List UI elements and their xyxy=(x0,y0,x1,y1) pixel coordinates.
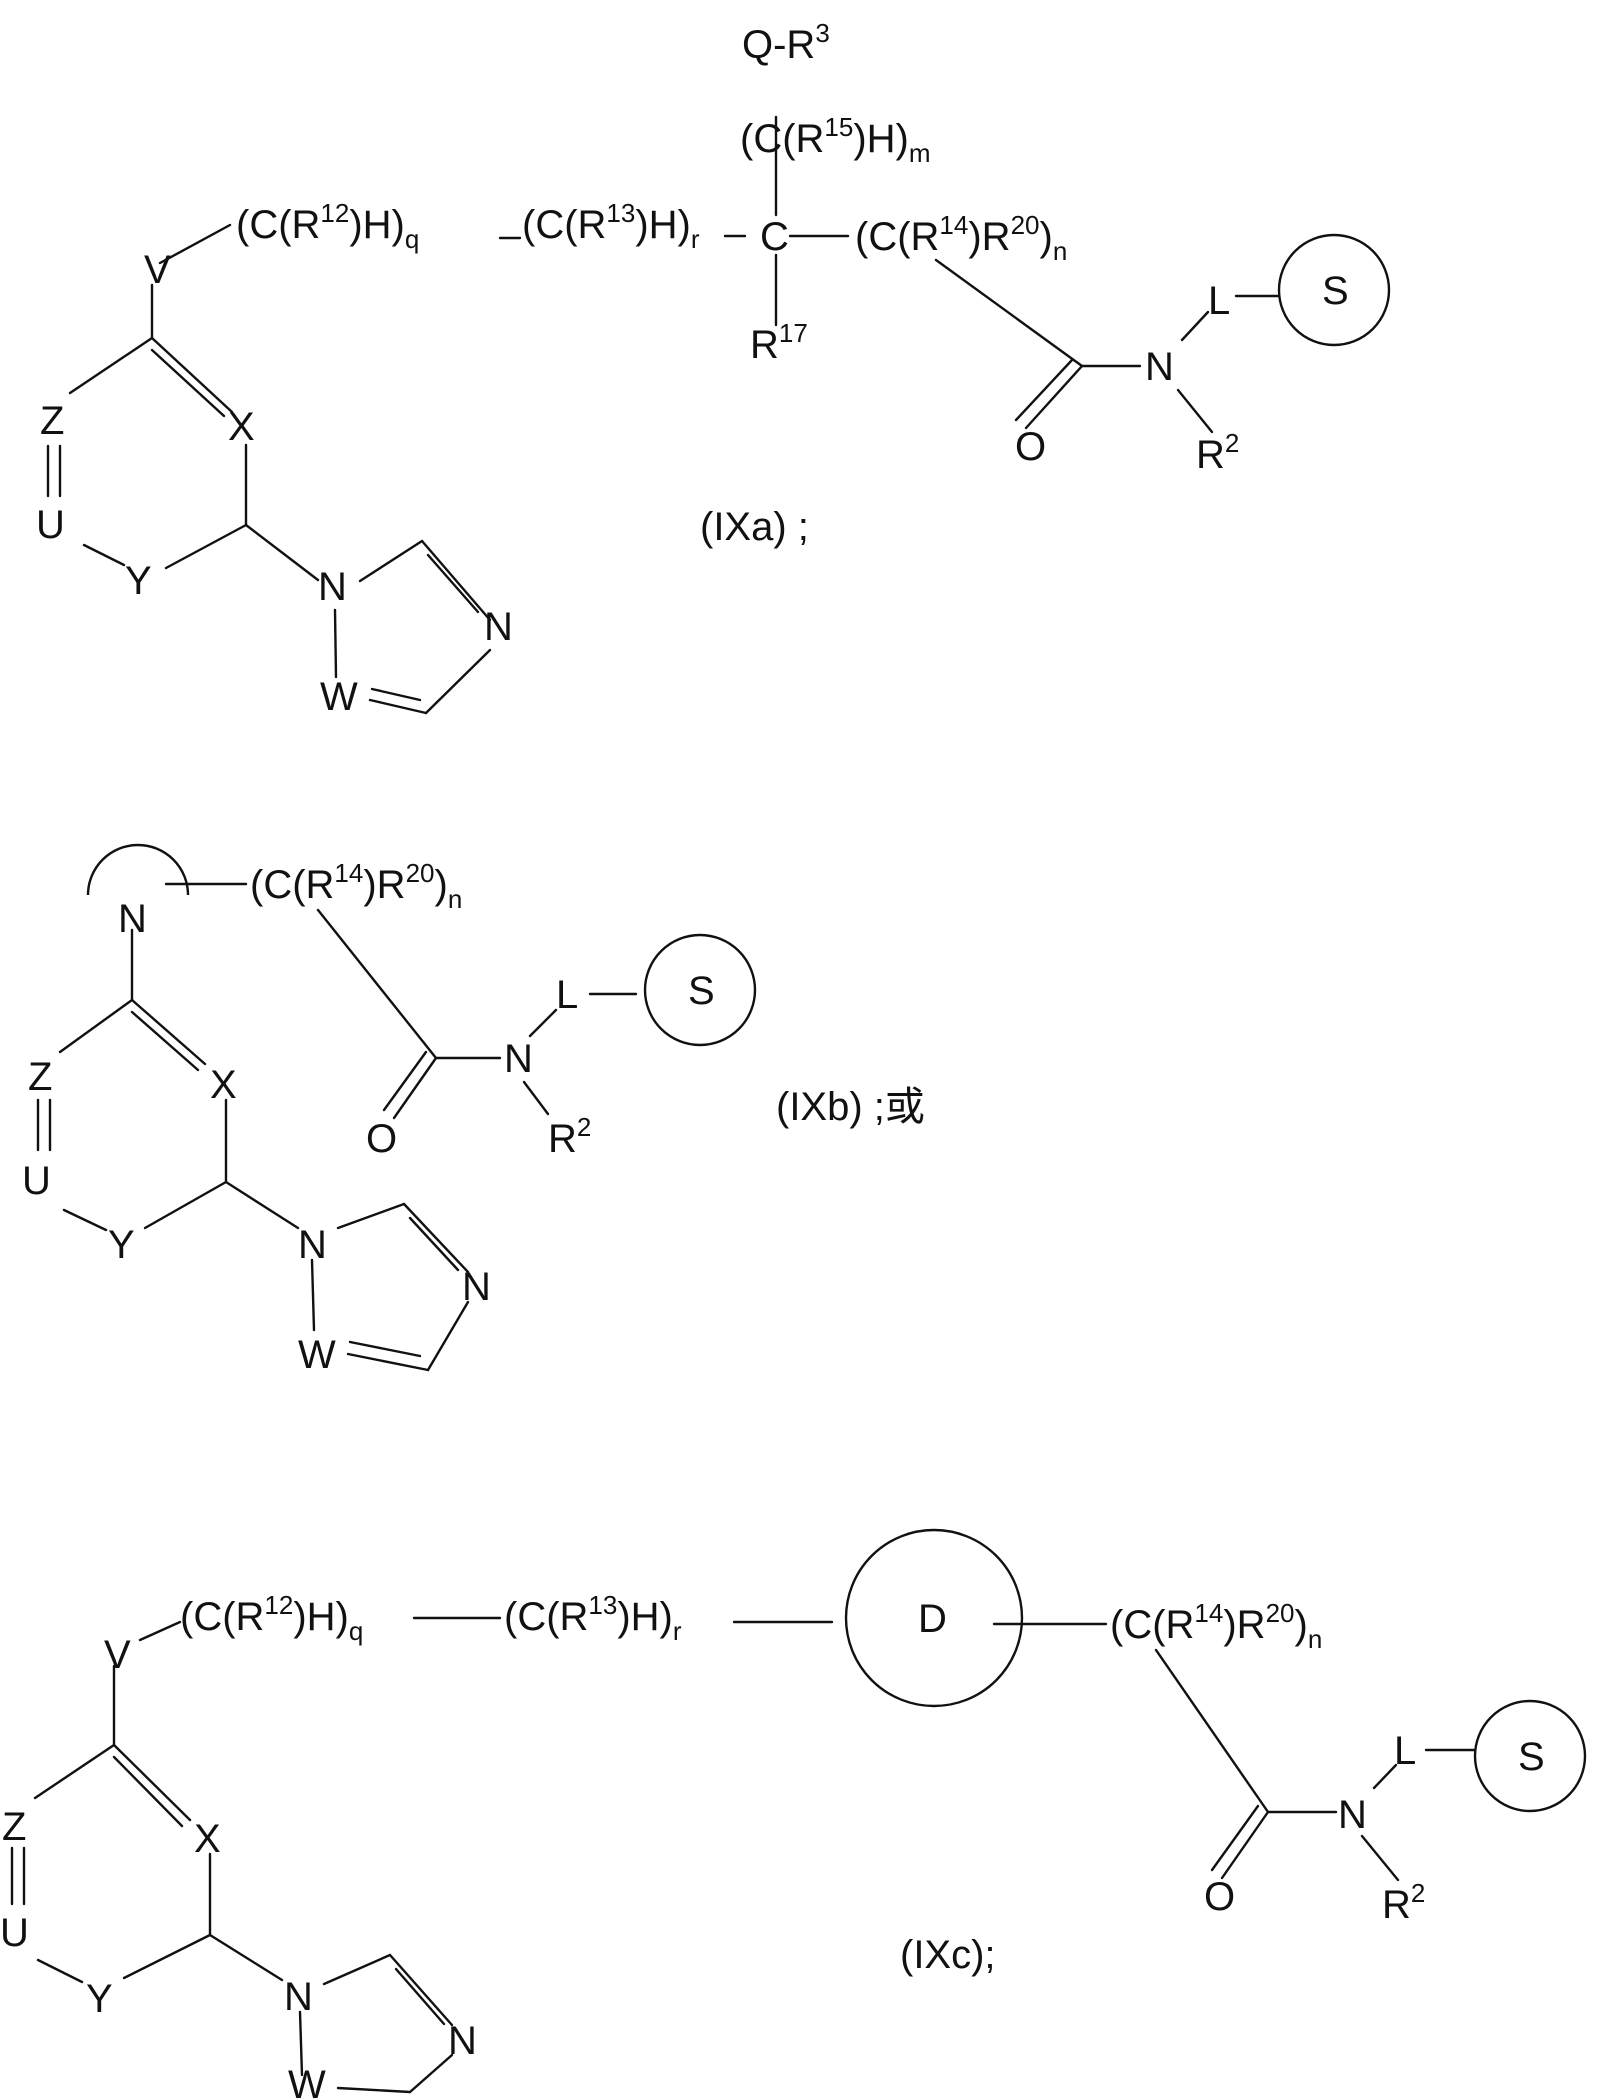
ixc-c14-group: (C(R14)R20)n xyxy=(1110,1598,1322,1654)
ixb-ring-x: X xyxy=(210,1063,237,1107)
ixb-triazole-n1: N xyxy=(298,1223,327,1267)
ixa-amide-n: N xyxy=(1145,345,1174,389)
ixb-ring-z: Z xyxy=(28,1055,52,1099)
ixa-linker-l: L xyxy=(1208,279,1230,323)
ixb-carbonyl-o: O xyxy=(366,1117,397,1161)
ixa-central-c: C xyxy=(760,215,789,259)
ixb-bonds xyxy=(38,884,636,1370)
ixc-s-label: S xyxy=(1518,1735,1545,1779)
ixc-triazole-n1: N xyxy=(284,1975,313,2019)
ixc-triazole-w: W xyxy=(288,2063,326,2100)
ixc-linker-l: L xyxy=(1394,1729,1416,1773)
ixc-r2-label: R2 xyxy=(1382,1878,1425,1927)
ixa-ring-x: X xyxy=(228,405,255,449)
ixb-s-label: S xyxy=(688,969,715,1013)
ixc-carbonyl-o: O xyxy=(1204,1875,1235,1919)
ixa-s-label: S xyxy=(1322,269,1349,313)
ixb-ring-u: U xyxy=(22,1159,51,1203)
ixb-ring-y: Y xyxy=(108,1223,135,1267)
ixa-triazole-n1: N xyxy=(318,565,347,609)
ixa-r2-label: R2 xyxy=(1196,428,1239,477)
ixa-c14-group: (C(R14)R20)n xyxy=(855,210,1067,266)
structure-ixc: V (C(R12)H)q (C(R13)H)r D (C(R14)R20)n O… xyxy=(0,1530,1585,2100)
ixb-triazole-n4: N xyxy=(462,1265,491,1309)
ixa-labels: V (C(R12)H)q (C(R13)H)r C (C(R14)R20)n R… xyxy=(36,18,1349,719)
ixb-n-ring-arc xyxy=(88,845,188,895)
structure-ixb: N (C(R14)R20)n O N L S R2 (IXb) ;或 Z X U… xyxy=(22,845,925,1377)
ixa-ring-z: Z xyxy=(40,399,64,443)
ixa-ring-y: Y xyxy=(125,559,152,603)
structure-ixa: V (C(R12)H)q (C(R13)H)r C (C(R14)R20)n R… xyxy=(36,18,1389,719)
ixa-c15-group: (C(R15)H)m xyxy=(740,112,931,168)
ixa-ring-u: U xyxy=(36,503,65,547)
ixa-c13-group: (C(R13)H)r xyxy=(522,198,700,254)
ixc-v-label: V xyxy=(104,1633,131,1677)
ixc-d-label: D xyxy=(918,1597,947,1641)
ixa-c12-group: (C(R12)H)q xyxy=(236,198,419,254)
ixa-carbonyl-o: O xyxy=(1015,425,1046,469)
ixa-qr3-label: Q-R3 xyxy=(742,18,830,67)
ixc-ring-z: Z xyxy=(2,1805,26,1849)
ixa-triazole-n4: N xyxy=(484,605,513,649)
ixa-r17-label: R17 xyxy=(750,318,808,367)
ixc-c12-group: (C(R12)H)q xyxy=(180,1590,363,1646)
ixb-c14-group: (C(R14)R20)n xyxy=(250,858,462,914)
ixb-triazole-w: W xyxy=(298,1333,336,1377)
ixb-linker-l: L xyxy=(556,973,578,1017)
ixb-n-ring-label: N xyxy=(118,897,147,941)
ixb-amide-n: N xyxy=(504,1037,533,1081)
ixc-ring-u: U xyxy=(0,1911,29,1955)
ixb-caption: (IXb) ;或 xyxy=(776,1085,925,1129)
ixc-c13-group: (C(R13)H)r xyxy=(504,1590,682,1646)
ixa-triazole-w: W xyxy=(320,675,358,719)
ixa-caption: (IXa) ; xyxy=(700,505,809,549)
ixb-labels: N (C(R14)R20)n O N L S R2 (IXb) ;或 Z X U… xyxy=(22,858,925,1377)
ixc-bonds xyxy=(12,1618,1474,2092)
ixc-caption: (IXc); xyxy=(900,1933,996,1977)
ixc-amide-n: N xyxy=(1338,1793,1367,1837)
ixc-ring-x: X xyxy=(194,1817,221,1861)
ixb-r2-label: R2 xyxy=(548,1112,591,1161)
ixc-triazole-n4: N xyxy=(448,2019,477,2063)
ixc-ring-y: Y xyxy=(86,1977,113,2021)
ixc-labels: V (C(R12)H)q (C(R13)H)r D (C(R14)R20)n O… xyxy=(0,1590,1545,2100)
ixa-v-label: V xyxy=(144,248,171,292)
